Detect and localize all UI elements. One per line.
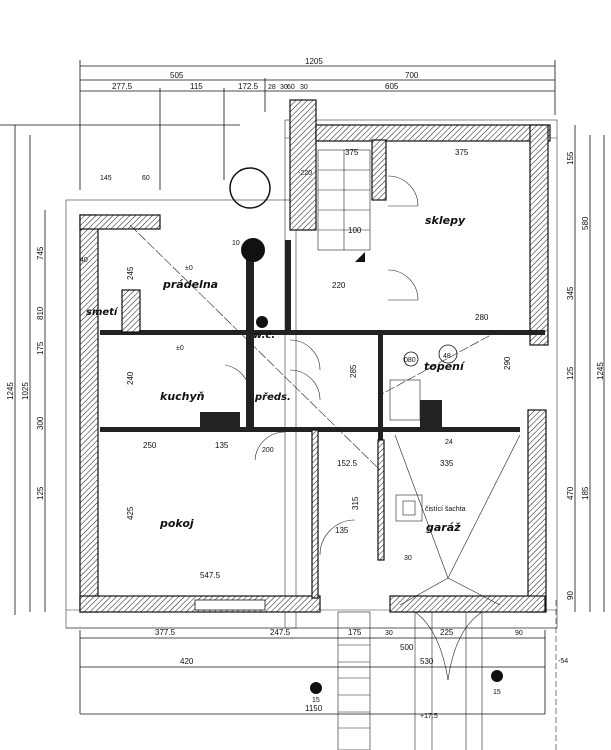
level-mark: -54	[558, 658, 568, 665]
dim-right: 345	[566, 286, 575, 300]
dim-left: 300	[36, 416, 45, 430]
dim-top: 28	[268, 84, 276, 91]
dim-interior: 10	[232, 240, 240, 247]
dim-interior: 315	[351, 496, 360, 510]
room-label-pokoj: pokoj	[159, 517, 194, 530]
dim-top: 277.5	[112, 82, 133, 91]
dim-interior: 290	[503, 356, 512, 370]
dim-interior: 135	[335, 526, 349, 535]
dim-interior: 285	[349, 364, 358, 378]
dim-bottom: 420	[180, 657, 194, 666]
dim-interior: 30	[404, 555, 412, 562]
dim-top: 605	[385, 82, 399, 91]
dim-bottom: 377.5	[155, 628, 176, 637]
dim-left: 425	[126, 506, 135, 520]
dim-interior: 135	[215, 441, 229, 450]
level-mark: -220	[298, 170, 312, 177]
dim-interior: 335	[440, 459, 454, 468]
dim-bottom: 500	[400, 643, 414, 652]
dim-bottom: 530	[420, 657, 434, 666]
dim-bottom: 15	[312, 697, 320, 704]
dim-top: 172.5	[238, 82, 259, 91]
dim-top: 700	[405, 71, 419, 80]
fixtures	[229, 167, 503, 694]
dim-top: 30	[280, 84, 288, 91]
exterior-stairs	[337, 611, 483, 750]
dim-left: 175	[36, 341, 45, 355]
room-label-wc: w.c.	[253, 330, 275, 341]
dim-interior: 100	[348, 226, 362, 235]
dim-interior: 280	[475, 313, 489, 322]
room-label-pradelna: prádelna	[162, 278, 218, 291]
dim-right: 90	[566, 591, 575, 600]
level-mark: ±0	[185, 265, 193, 272]
dim-interior: 24	[445, 439, 453, 446]
dim-interior: 200	[262, 447, 274, 454]
dim-left: 1245	[6, 382, 15, 400]
room-label-smeti: smetí	[86, 306, 119, 318]
dim-bottom: 247.5	[270, 628, 291, 637]
dim-right: 580	[581, 216, 590, 230]
dim-right: 125	[566, 366, 575, 380]
room-label-sklepy: sklepy	[425, 214, 466, 227]
dim-top: 60	[142, 175, 150, 182]
dim-bottom: 30	[385, 630, 393, 637]
room-label-garaz: garáž	[426, 521, 461, 534]
room-label-predsin: předs.	[254, 391, 291, 403]
dim-top: 30	[300, 84, 308, 91]
dim-right: 155	[566, 151, 575, 165]
dim-interior: 40	[80, 257, 88, 264]
dim-interior: 152.5	[337, 459, 358, 468]
dim-right: 470	[566, 486, 575, 500]
room-label-sachta: čistící šachta	[425, 506, 466, 513]
dim-bottom: 15	[493, 689, 501, 696]
top-dimension-lines	[0, 60, 605, 750]
dimension-labels: 1205 505 700 277.5 115 172.5 28 30 60 30…	[6, 57, 605, 720]
dim-top-total: 1205	[305, 57, 323, 66]
dim-bottom: 547.5	[200, 571, 221, 580]
walls	[79, 99, 551, 613]
circle-mark: 48	[443, 353, 451, 360]
dim-left: 810	[36, 306, 45, 320]
dim-left: 1025	[21, 382, 30, 400]
dim-top: 505	[170, 71, 184, 80]
room-label-kuchyn: kuchyň	[160, 390, 205, 403]
room-labels: prádelna smetí kuchyň w.c. předs. pokoj …	[86, 214, 466, 534]
dim-bottom: 175	[348, 628, 362, 637]
door-swings	[129, 175, 521, 681]
dim-interior: 375	[345, 148, 359, 157]
dim-top: 115	[190, 82, 203, 91]
dim-left: 745	[36, 246, 45, 260]
dim-interior: 250	[143, 441, 157, 450]
level-mark: ±0	[176, 345, 184, 352]
circle-mark: 080	[404, 357, 416, 364]
dim-bottom: 225	[440, 628, 454, 637]
dim-top: 60	[287, 84, 295, 91]
dim-interior: 375	[455, 148, 469, 157]
dim-right: 185	[581, 486, 590, 500]
level-mark: +17.5	[420, 713, 438, 720]
dim-bottom: 90	[515, 630, 523, 637]
dim-right: 1245	[596, 362, 605, 380]
interior-stairs	[317, 149, 371, 262]
dim-top: 145	[100, 175, 112, 182]
dim-interior: 220	[332, 281, 346, 290]
dim-bottom: 1150	[305, 704, 323, 713]
room-label-topeni: topení	[424, 360, 466, 373]
dim-left: 245	[126, 266, 135, 280]
dim-left: 240	[126, 371, 135, 385]
dim-left: 125	[36, 486, 45, 500]
